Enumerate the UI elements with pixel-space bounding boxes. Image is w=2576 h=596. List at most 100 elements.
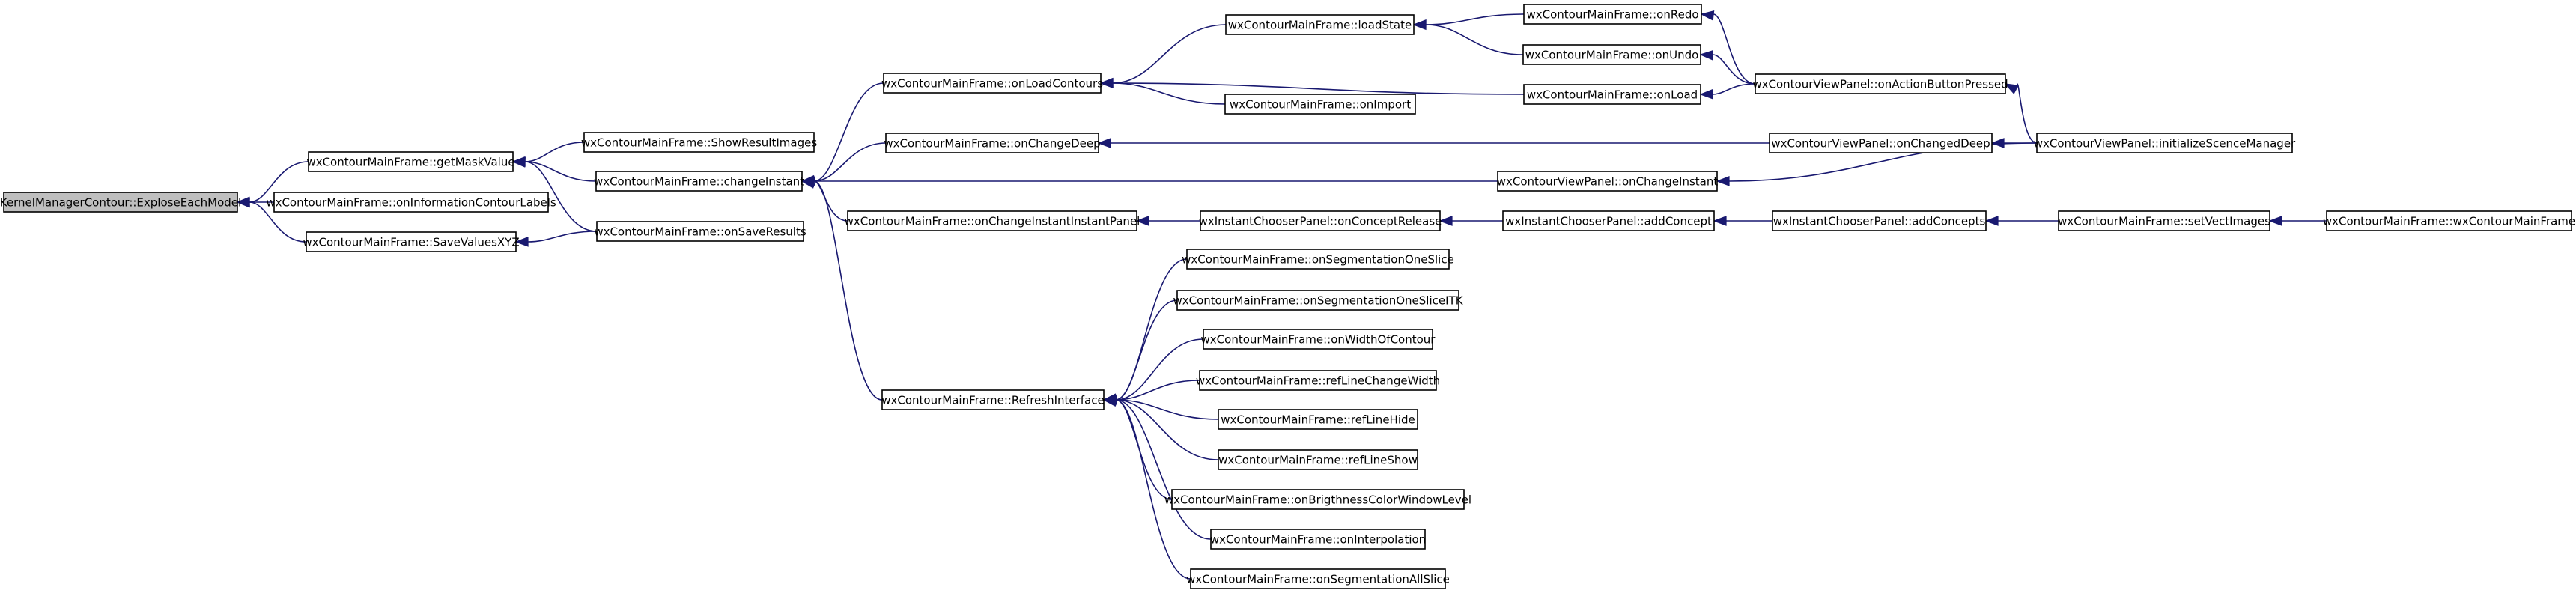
node-refLineChangeWidth[interactable]: wxContourMainFrame::refLineChangeWidth — [1196, 370, 1440, 391]
node-box[interactable] — [1502, 210, 1715, 231]
node-label: wxContourMainFrame::setVectImages — [2058, 215, 2270, 228]
edges-layer — [236, 10, 2327, 580]
node-box[interactable] — [1199, 370, 1437, 391]
node-label: wxContourViewPanel::initializeScenceMana… — [2034, 137, 2296, 150]
arrow-head-icon — [236, 197, 250, 208]
node-addConcept[interactable]: wxInstantChooserPanel::addConcept — [1502, 210, 1715, 231]
node-box[interactable] — [1218, 409, 1418, 430]
node-widthOfContour[interactable]: wxContourMainFrame::onWidthOfContour — [1201, 329, 1436, 350]
call-edge — [1425, 24, 1524, 55]
node-onChangeDeep[interactable]: wxContourMainFrame::onChangeDeep — [884, 133, 1101, 153]
node-onImport[interactable]: wxContourMainFrame::onImport — [1224, 94, 1416, 115]
node-box[interactable] — [1225, 14, 1415, 35]
call-edge — [1115, 399, 1191, 580]
node-label: wxContourMainFrame::onLoad — [1527, 88, 1698, 102]
node-label: wxContourMainFrame::refLineChangeWidth — [1196, 374, 1440, 388]
node-saveValuesXYZ[interactable]: wxContourMainFrame::SaveValuesXYZ — [303, 231, 520, 252]
arrow-head-icon — [2268, 216, 2282, 226]
node-box[interactable] — [1497, 171, 1718, 192]
node-addConcepts[interactable]: wxInstantChooserPanel::addConcepts — [1772, 210, 1987, 231]
node-segOneSlice[interactable]: wxContourMainFrame::onSegmentationOneSli… — [1182, 249, 1454, 270]
node-loadState[interactable]: wxContourMainFrame::loadState — [1225, 14, 1415, 35]
node-refLineShow[interactable]: wxContourMainFrame::refLineShow — [1218, 449, 1418, 470]
node-onInfoLabels[interactable]: wxContourMainFrame::onInformationContour… — [266, 192, 556, 213]
node-label: wxContourMainFrame::onSegmentationOneSli… — [1182, 253, 1454, 267]
node-label: wxContourMainFrame::SaveValuesXYZ — [303, 236, 519, 249]
node-box[interactable] — [308, 151, 514, 172]
arrow-head-icon — [1102, 396, 1117, 407]
node-ctor[interactable]: wxContourMainFrame::wxContourMainFrame — [2323, 210, 2575, 231]
node-box[interactable] — [1218, 449, 1418, 470]
node-interpolation[interactable]: wxContourMainFrame::onInterpolation — [1210, 529, 1426, 550]
node-explose[interactable]: KernelManagerContour::ExploseEachModel — [0, 192, 241, 213]
call-edge — [1712, 83, 1756, 95]
node-onUndo[interactable]: wxContourMainFrame::onUndo — [1522, 44, 1701, 65]
node-initScence[interactable]: wxContourViewPanel::initializeScenceMana… — [2034, 133, 2296, 153]
node-segOneSliceITK[interactable]: wxContourMainFrame::onSegmentationOneSli… — [1173, 290, 1464, 311]
node-label: wxContourMainFrame::onSegmentationAllSli… — [1186, 573, 1450, 586]
arrow-head-icon — [1713, 216, 1727, 226]
node-refLineHide[interactable]: wxContourMainFrame::refLineHide — [1218, 409, 1418, 430]
node-box[interactable] — [1523, 4, 1702, 25]
node-box[interactable] — [1523, 84, 1701, 105]
node-onActionButton[interactable]: wxContourViewPanel::onActionButtonPresse… — [1752, 73, 2008, 94]
node-onConceptRelease[interactable]: wxInstantChooserPanel::onConceptRelease — [1199, 210, 1442, 231]
node-label: wxContourMainFrame::RefreshInterface — [881, 394, 1105, 407]
node-label: wxContourMainFrame::getMaskValue — [306, 156, 514, 169]
node-box[interactable] — [595, 171, 803, 192]
call-edge — [1115, 380, 1200, 401]
node-label: KernelManagerContour::ExploseEachModel — [0, 196, 241, 210]
node-box[interactable] — [1755, 73, 2006, 94]
node-label: wxInstantChooserPanel::onConceptRelease — [1199, 215, 1442, 228]
node-onLoadContours[interactable]: wxContourMainFrame::onLoadContours — [881, 73, 1103, 94]
node-onChangeInstantPanel[interactable]: wxContourMainFrame::onChangeInstantInsta… — [845, 210, 1140, 231]
node-label: wxContourMainFrame::onBrigthnessColorWin… — [1164, 493, 1471, 507]
node-label: wxInstantChooserPanel::addConcepts — [1773, 215, 1986, 228]
node-showResultImages[interactable]: wxContourMainFrame::ShowResultImages — [581, 132, 817, 153]
node-refreshInterface[interactable]: wxContourMainFrame::RefreshInterface — [881, 389, 1105, 410]
node-box[interactable] — [885, 133, 1099, 153]
node-label: wxContourMainFrame::onUndo — [1525, 49, 1699, 62]
node-box[interactable] — [1203, 329, 1433, 350]
node-changeInstant[interactable]: wxContourMainFrame::changeInstant — [594, 171, 804, 192]
node-getMaskValue[interactable]: wxContourMainFrame::getMaskValue — [306, 151, 515, 172]
call-edge — [1115, 399, 1212, 540]
node-viewOnChangeInstant[interactable]: wxContourViewPanel::onChangeInstant — [1497, 171, 1719, 192]
node-box[interactable] — [1769, 133, 1993, 153]
node-box[interactable] — [1224, 94, 1416, 115]
node-box[interactable] — [1200, 210, 1441, 231]
node-onChangedDeep[interactable]: wxContourViewPanel::onChangedDeep — [1769, 133, 1993, 153]
node-box[interactable] — [2058, 210, 2270, 231]
node-box[interactable] — [596, 221, 804, 242]
arrow-head-icon — [1412, 19, 1427, 31]
node-box[interactable] — [1210, 529, 1426, 550]
node-box[interactable] — [306, 231, 517, 252]
arrow-head-icon — [1984, 216, 1999, 226]
node-brightness[interactable]: wxContourMainFrame::onBrigthnessColorWin… — [1164, 489, 1471, 510]
node-box[interactable] — [1176, 290, 1459, 311]
node-setVectImages[interactable]: wxContourMainFrame::setVectImages — [2058, 210, 2270, 231]
node-onLoad[interactable]: wxContourMainFrame::onLoad — [1523, 84, 1701, 105]
node-label: wxContourMainFrame::refLineShow — [1218, 454, 1418, 467]
node-box[interactable] — [583, 132, 815, 153]
node-box[interactable] — [3, 192, 238, 213]
node-box[interactable] — [1190, 568, 1446, 589]
node-box[interactable] — [847, 210, 1137, 231]
node-onRedo[interactable]: wxContourMainFrame::onRedo — [1523, 4, 1702, 25]
node-box[interactable] — [1772, 210, 1987, 231]
node-box[interactable] — [2326, 210, 2572, 231]
node-box[interactable] — [1186, 249, 1450, 270]
node-box[interactable] — [883, 73, 1102, 94]
node-box[interactable] — [2036, 133, 2293, 153]
call-edge — [1115, 299, 1178, 401]
call-edge — [813, 142, 887, 182]
node-box[interactable] — [881, 389, 1105, 410]
node-label: wxContourMainFrame::refLineHide — [1221, 413, 1415, 427]
node-box[interactable] — [1171, 489, 1465, 510]
node-label: wxContourMainFrame::changeInstant — [594, 175, 804, 189]
node-segAllSlice[interactable]: wxContourMainFrame::onSegmentationAllSli… — [1186, 568, 1450, 589]
node-onSaveResults[interactable]: wxContourMainFrame::onSaveResults — [594, 221, 806, 242]
node-box[interactable] — [1522, 44, 1701, 65]
node-box[interactable] — [273, 192, 549, 213]
